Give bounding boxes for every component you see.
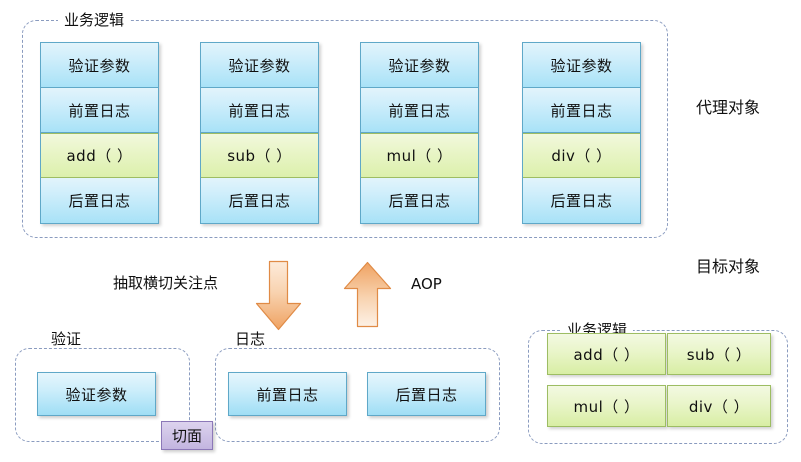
proxy-column-add: 验证参数 前置日志 add（ ） 后置日志 xyxy=(40,42,159,224)
target-object-group xyxy=(528,330,788,444)
proxy-cell-method[interactable]: sub（ ） xyxy=(201,133,318,178)
aspect-badge[interactable]: 切面 xyxy=(161,421,213,450)
target-method-mul[interactable]: mul（ ） xyxy=(547,385,666,427)
proxy-cell-after-log[interactable]: 后置日志 xyxy=(201,178,318,223)
target-method-sub[interactable]: sub（ ） xyxy=(667,333,771,375)
proxy-cell-method[interactable]: div（ ） xyxy=(523,133,640,178)
proxy-cell-before-log[interactable]: 前置日志 xyxy=(41,88,158,133)
log-group-label: 日志 xyxy=(229,330,272,348)
validate-group xyxy=(15,348,190,442)
proxy-cell-validate[interactable]: 验证参数 xyxy=(201,43,318,88)
target-method-add[interactable]: add（ ） xyxy=(547,333,666,375)
aspect-box-before-log[interactable]: 前置日志 xyxy=(228,372,347,416)
up-arrow-icon xyxy=(342,261,394,331)
log-group xyxy=(215,348,500,442)
validate-group-label: 验证 xyxy=(45,330,88,348)
proxy-group-label: 业务逻辑 xyxy=(58,11,131,29)
proxy-column-mul: 验证参数 前置日志 mul（ ） 后置日志 xyxy=(360,42,479,224)
proxy-cell-before-log[interactable]: 前置日志 xyxy=(201,88,318,133)
proxy-object-group xyxy=(22,20,668,238)
proxy-cell-validate[interactable]: 验证参数 xyxy=(523,43,640,88)
aop-label: AOP xyxy=(411,275,442,293)
proxy-column-div: 验证参数 前置日志 div（ ） 后置日志 xyxy=(522,42,641,224)
proxy-cell-after-log[interactable]: 后置日志 xyxy=(361,178,478,223)
target-method-div[interactable]: div（ ） xyxy=(667,385,771,427)
down-arrow-icon xyxy=(255,260,305,334)
proxy-cell-validate[interactable]: 验证参数 xyxy=(41,43,158,88)
proxy-cell-after-log[interactable]: 后置日志 xyxy=(523,178,640,223)
aspect-box-after-log[interactable]: 后置日志 xyxy=(367,372,486,416)
proxy-cell-validate[interactable]: 验证参数 xyxy=(361,43,478,88)
proxy-object-title: 代理对象 xyxy=(696,98,761,117)
proxy-cell-method[interactable]: add（ ） xyxy=(41,133,158,178)
proxy-column-sub: 验证参数 前置日志 sub（ ） 后置日志 xyxy=(200,42,319,224)
proxy-cell-before-log[interactable]: 前置日志 xyxy=(361,88,478,133)
aspect-box-validate-params[interactable]: 验证参数 xyxy=(37,372,156,416)
proxy-cell-after-log[interactable]: 后置日志 xyxy=(41,178,158,223)
extract-crosscutting-label: 抽取横切关注点 xyxy=(113,274,219,292)
proxy-cell-before-log[interactable]: 前置日志 xyxy=(523,88,640,133)
target-object-title: 目标对象 xyxy=(696,257,761,276)
proxy-cell-method[interactable]: mul（ ） xyxy=(361,133,478,178)
